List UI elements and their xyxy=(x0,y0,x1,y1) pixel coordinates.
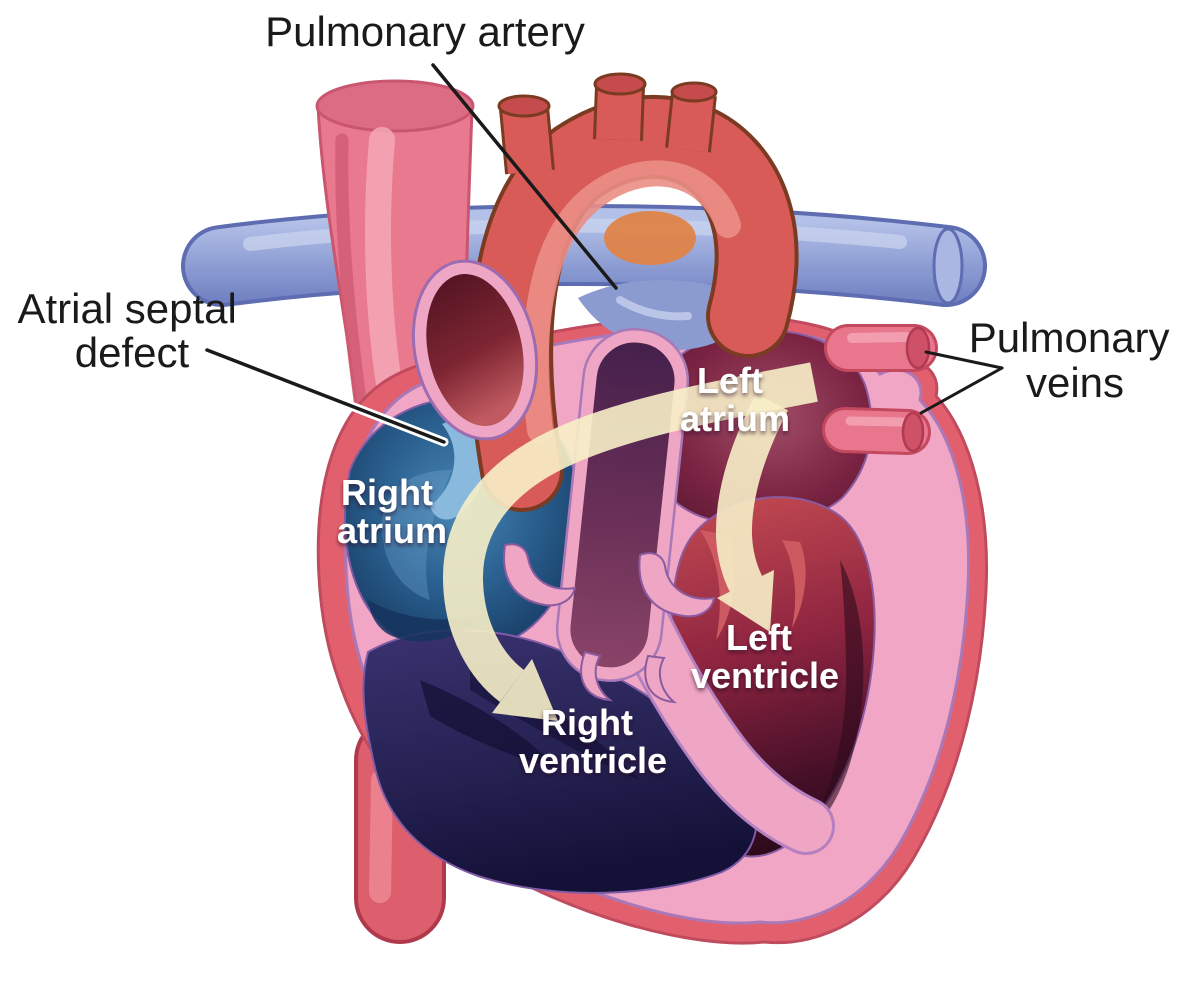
ivc-highlight xyxy=(369,769,393,903)
asd-leader-line xyxy=(205,348,446,444)
left-heart-flow-arrow xyxy=(715,393,788,632)
aorta-branch-2 xyxy=(593,72,647,141)
pulmonary-artery-leader-line xyxy=(431,63,618,290)
pulmonary-veins-vessels xyxy=(822,324,938,455)
label-pulmonary-artery: Pulmonary artery xyxy=(265,8,585,55)
lv-papillary-2 xyxy=(782,540,806,628)
pulmonary-vein-1-cap xyxy=(905,326,931,370)
aorta-branch-3 xyxy=(665,81,718,153)
shunt-arrow-head xyxy=(492,659,558,721)
pulmonary-vein-leader-1 xyxy=(924,350,1004,370)
pulmonary-vein-2-cap xyxy=(901,411,925,453)
svc-top-cap xyxy=(315,79,475,133)
aorta-underside xyxy=(604,211,696,265)
label-right-ventricle: Right ventricle xyxy=(519,702,667,781)
label-atrial-septal-defect: Atrial septal defect xyxy=(17,285,248,376)
pulmonary-valve-cusp-2 xyxy=(644,654,677,704)
left-flow-arrow-head xyxy=(717,570,774,632)
shunt-flow-arrow xyxy=(443,362,818,721)
label-left-atrium: Left atrium xyxy=(680,360,790,439)
mitral-valve xyxy=(638,552,716,618)
svc-highlight xyxy=(365,127,407,425)
svc-opening xyxy=(411,259,539,441)
tricuspid-valve xyxy=(503,543,577,607)
svc-shadow xyxy=(335,133,369,421)
pa-right-cap xyxy=(932,227,964,305)
label-right-atrium: Right atrium xyxy=(337,472,447,551)
lv-shadow xyxy=(800,560,864,842)
rv-trabeculae-1 xyxy=(420,680,560,770)
label-left-ventricle: Left ventricle xyxy=(691,617,839,696)
pulmonary-valve-cusp-1 xyxy=(580,650,614,702)
pulmonary-vein-leader-2 xyxy=(919,366,1004,415)
label-pulmonary-veins: Pulmonary veins xyxy=(969,314,1181,406)
heart-valves xyxy=(503,543,716,704)
aorta-branch-1 xyxy=(497,94,555,175)
